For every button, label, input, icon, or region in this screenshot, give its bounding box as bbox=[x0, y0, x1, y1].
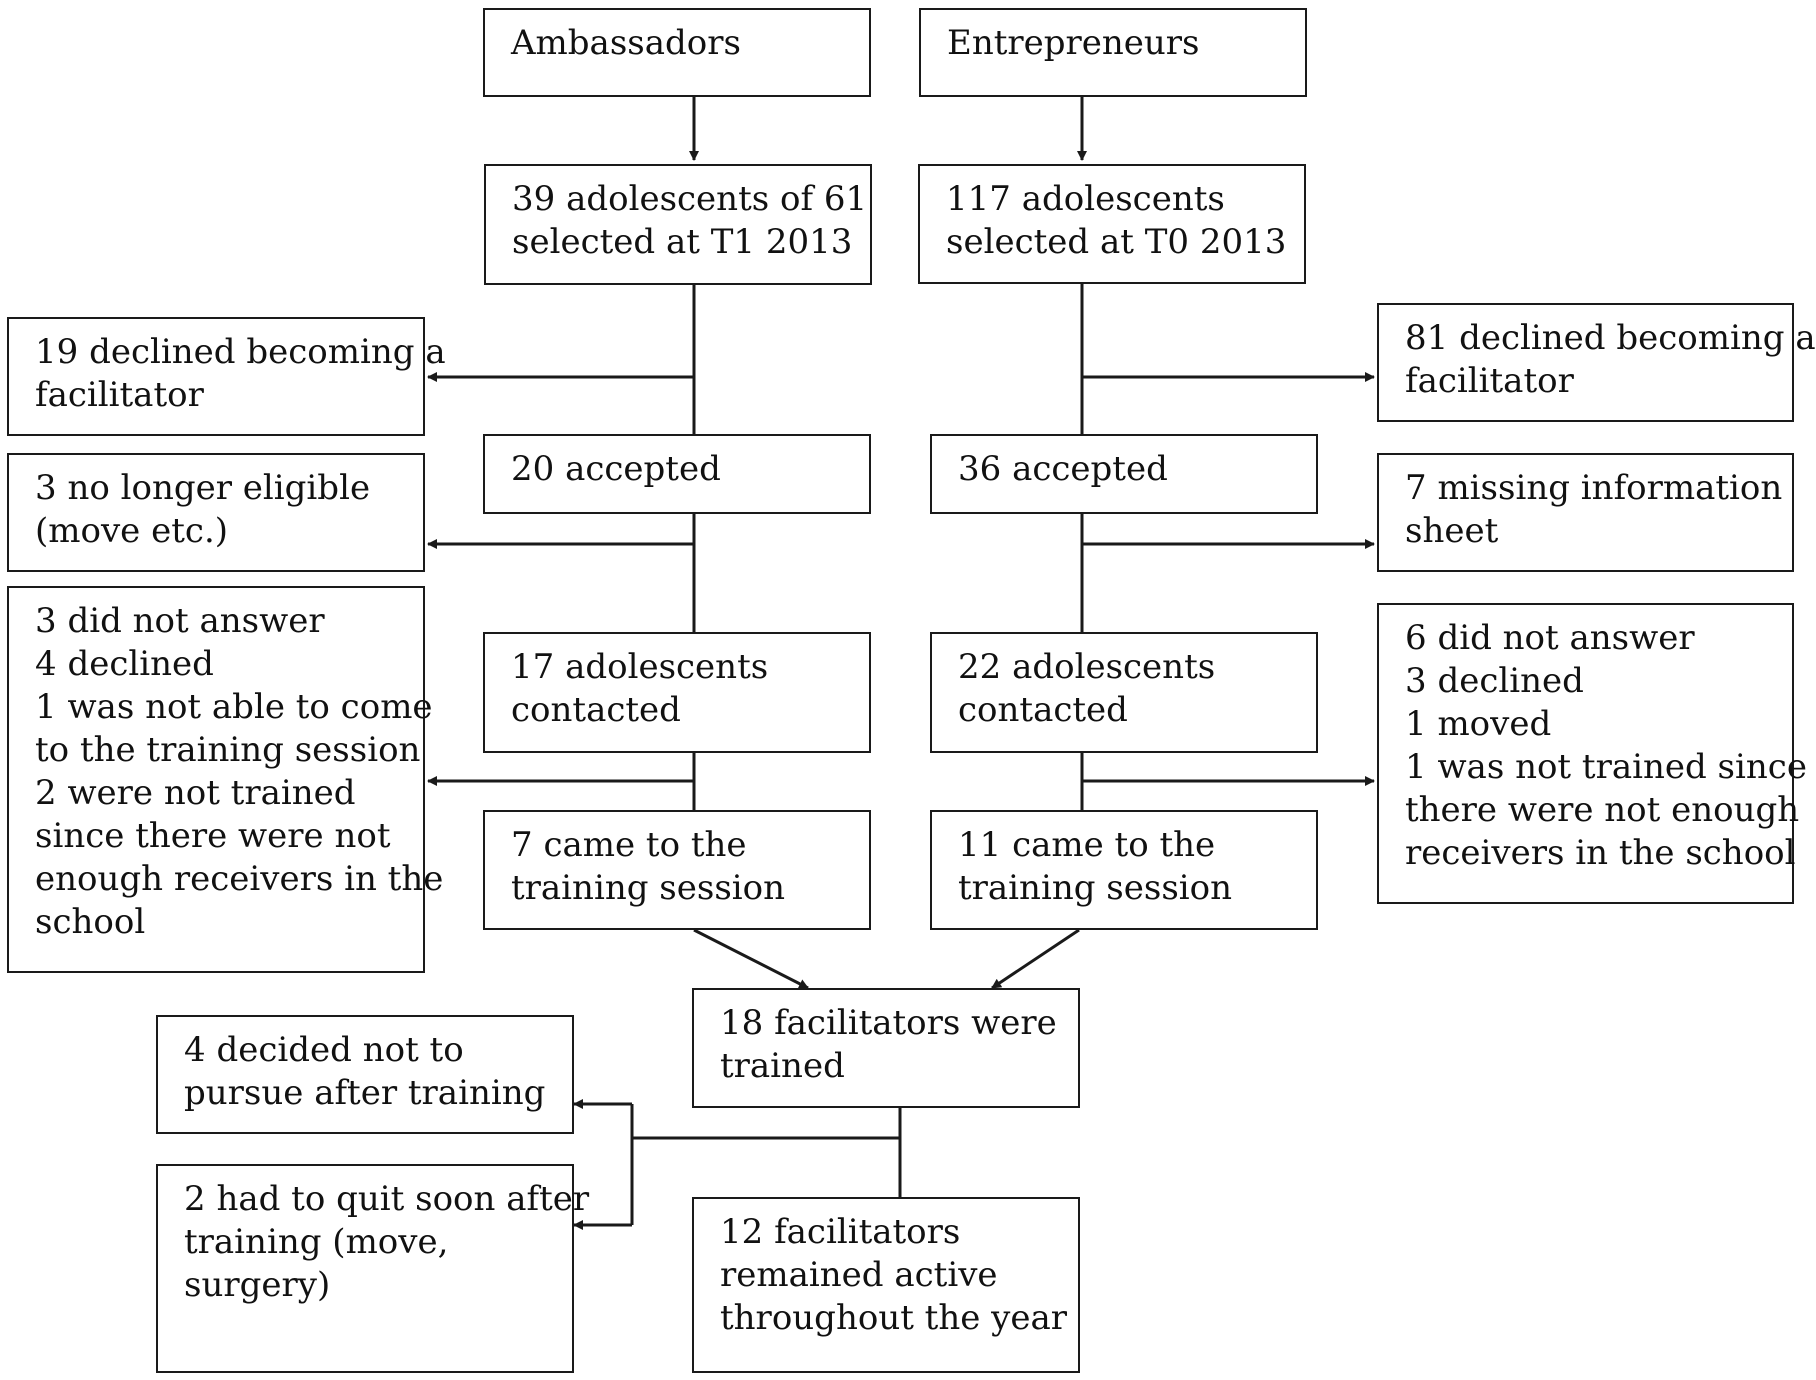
box-text-line: 7 missing information bbox=[1405, 468, 1783, 508]
box-text-line: contacted bbox=[958, 690, 1128, 730]
entrepreneurs-box: Entrepreneurs bbox=[919, 8, 1307, 97]
box-text-line: 3 declined bbox=[1405, 661, 1584, 701]
box-text-line: throughout the year bbox=[720, 1298, 1068, 1338]
box-text-line: 4 decided not to bbox=[184, 1030, 464, 1070]
box-text-line: 19 declined becoming a bbox=[35, 332, 446, 372]
ambassadors-accepted-box: 20 accepted bbox=[483, 434, 871, 514]
box-text-line: school bbox=[35, 902, 146, 942]
ambassadors-ineligible-box: 3 no longer eligible(move etc.) bbox=[7, 453, 425, 572]
box-text-line: 4 declined bbox=[35, 644, 214, 684]
box-text-line: selected at T0 2013 bbox=[946, 222, 1287, 262]
box-text-line: Ambassadors bbox=[511, 23, 741, 63]
box-text-line: 1 was not trained since bbox=[1405, 747, 1807, 787]
box-text-line: 3 did not answer bbox=[35, 601, 325, 641]
box-text-line: 81 declined becoming a bbox=[1405, 318, 1816, 358]
box-text-line: selected at T1 2013 bbox=[512, 222, 853, 262]
box-text-line: training session bbox=[958, 868, 1233, 908]
box-text-line: 20 accepted bbox=[511, 449, 721, 489]
ambassadors-box: Ambassadors bbox=[483, 8, 871, 97]
box-text-line: (move etc.) bbox=[35, 511, 229, 551]
box-text-line: 1 moved bbox=[1405, 704, 1552, 744]
box-text-line: facilitator bbox=[1405, 361, 1574, 401]
box-text-line: surgery) bbox=[184, 1265, 331, 1305]
box-text-line: 7 came to the bbox=[511, 825, 747, 865]
box-text-line: remained active bbox=[720, 1255, 998, 1295]
box-text-line: receivers in the school bbox=[1405, 833, 1796, 873]
box-text-line: 1 was not able to come bbox=[35, 687, 433, 727]
box-text-line: contacted bbox=[511, 690, 681, 730]
box-text-line: enough receivers in the bbox=[35, 859, 444, 899]
box-text-line: 39 adolescents of 61 bbox=[512, 179, 868, 219]
box-text-line: trained bbox=[720, 1046, 845, 1086]
box-text-line: 11 came to the bbox=[958, 825, 1216, 865]
entrepreneurs-accepted-box: 36 accepted bbox=[930, 434, 1318, 514]
box-text-line: sheet bbox=[1405, 511, 1499, 551]
box-text-line: 2 were not trained bbox=[35, 773, 356, 813]
box-text-line: training session bbox=[511, 868, 786, 908]
box-text-line: there were not enough bbox=[1405, 790, 1800, 830]
arrow-ambassadors-to-trained bbox=[693, 928, 809, 990]
arrow-entrepreneurs-to-trained bbox=[991, 928, 1080, 990]
box-text-line: 2 had to quit soon after bbox=[184, 1179, 590, 1219]
box-text-line: 36 accepted bbox=[958, 449, 1168, 489]
box-text-line: 22 adolescents bbox=[958, 647, 1216, 687]
box-text-line: since there were not bbox=[35, 816, 391, 856]
box-text-line: 12 facilitators bbox=[720, 1212, 961, 1252]
box-text-line: training (move, bbox=[184, 1222, 449, 1262]
box-text-line: 6 did not answer bbox=[1405, 618, 1695, 658]
box-text-line: 17 adolescents bbox=[511, 647, 769, 687]
box-text-line: to the training session bbox=[35, 730, 421, 770]
box-text-line: Entrepreneurs bbox=[947, 23, 1200, 63]
box-text-line: pursue after training bbox=[184, 1073, 546, 1113]
box-text-line: 117 adolescents bbox=[946, 179, 1225, 219]
box-text-line: 18 facilitators were bbox=[720, 1003, 1057, 1043]
box-text-line: facilitator bbox=[35, 375, 204, 415]
box-text-line: 3 no longer eligible bbox=[35, 468, 371, 508]
